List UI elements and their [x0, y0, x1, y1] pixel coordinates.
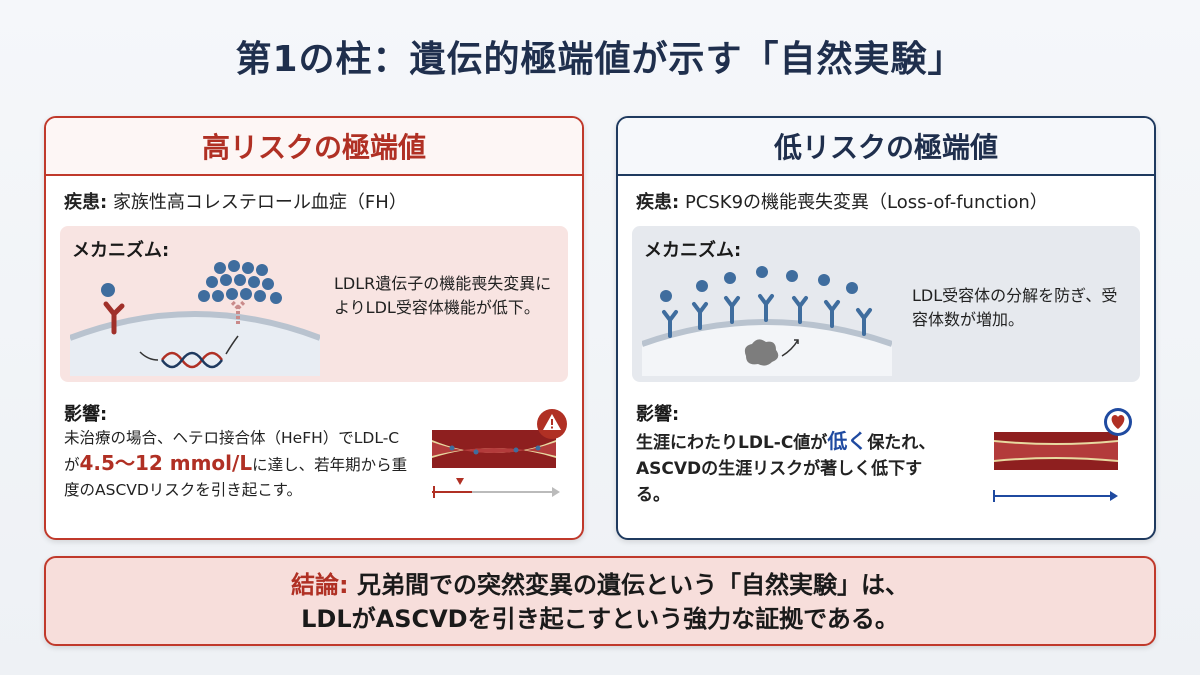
- arrow-icon: [139, 351, 159, 361]
- cell-membrane-icon: [70, 314, 320, 376]
- high-impact-post: に達し、若年期から重度のASCVDリスクを引き起こす。: [64, 456, 408, 499]
- high-risk-heading: 高リスクの極端値: [46, 118, 582, 176]
- heart-icon: [1104, 408, 1132, 436]
- pcsk9-icon: [744, 339, 779, 366]
- low-mechanism-label: メカニズム:: [644, 240, 742, 261]
- damaged-receptor-icon: [230, 300, 246, 324]
- arrow-icon: [781, 339, 799, 357]
- membrane-outline: [642, 319, 892, 347]
- receptor-icon: [101, 283, 125, 335]
- high-disease-value: 家族性高コレステロール血症（FH）: [112, 192, 407, 213]
- low-impact-pre: 生涯にわたりLDL-C値が: [636, 433, 828, 453]
- low-mechanism-box: メカニズム: LDL受容体の分解を: [632, 226, 1140, 382]
- high-vessel-illustration: [432, 409, 567, 498]
- plaque-vessel-icon: [432, 430, 556, 468]
- clear-vessel-icon: [994, 432, 1118, 470]
- high-impact-text: 未治療の場合、ヘテロ接合体（HeFH）でLDL-Cが4.5〜12 mmol/Lに…: [64, 426, 414, 503]
- dna-icon: [160, 351, 224, 369]
- ldl-particle-icon: [198, 260, 282, 304]
- high-impact-value: 4.5〜12 mmol/L: [79, 451, 253, 475]
- low-disease-value: PCSK9の機能喪失変異（Loss-of-function）: [684, 192, 1048, 213]
- high-mechanism-box: メカニズム:: [60, 226, 568, 382]
- high-impact-pre: 未治療の場合、ヘテロ接合体（HeFH）でLDL-Cが: [64, 429, 400, 474]
- low-impact-label: 影響:: [636, 404, 680, 425]
- low-impact-post: 保たれ、ASCVDの生涯リスクが著しく低下する。: [636, 433, 936, 505]
- low-risk-panel: 低リスクの極端値 疾患: PCSK9の機能喪失変異（Loss-of-functi…: [616, 116, 1156, 540]
- high-disease-label: 疾患:: [64, 192, 108, 213]
- low-vessel-illustration: [993, 408, 1132, 502]
- low-mechanism-text: LDL受容体の分解を防ぎ、受容体数が増加。: [912, 286, 1118, 329]
- low-impact-text: 生涯にわたりLDL-C値が低く保たれ、ASCVDの生涯リスクが著しく低下する。: [636, 428, 936, 508]
- membrane-outline: [70, 311, 320, 341]
- high-mechanism-text: LDLR遺伝子の機能喪失変異によりLDL受容体機能が低下。: [334, 274, 552, 317]
- high-risk-panel: 高リスクの極端値 疾患: 家族性高コレステロール血症（FH） メカニズム:: [44, 116, 584, 540]
- conclusion-label: 結論:: [291, 571, 349, 599]
- low-disease-label: 疾患:: [636, 192, 680, 213]
- warning-icon: [537, 409, 567, 439]
- low-disease: 疾患: PCSK9の機能喪失変異（Loss-of-function）: [636, 188, 1048, 214]
- arrow-icon: [225, 335, 239, 355]
- conclusion-text-1: 兄弟間での突然変異の遺伝という「自然実験」は、: [356, 571, 909, 599]
- high-disease: 疾患: 家族性高コレステロール血症（FH）: [64, 188, 407, 214]
- high-impact-label: 影響:: [64, 404, 108, 425]
- low-risk-heading: 低リスクの極端値: [618, 118, 1154, 176]
- trend-arrow-icon: [432, 478, 560, 498]
- high-mechanism-illustration: [70, 260, 320, 376]
- conclusion-line1: 結論: 兄弟間での突然変異の遺伝という「自然実験」は、: [46, 568, 1154, 602]
- receptor-icon: [662, 294, 872, 338]
- conclusion-box: 結論: 兄弟間での突然変異の遺伝という「自然実験」は、 LDLがASCVDを引き…: [44, 556, 1156, 646]
- low-mechanism-illustration: [642, 266, 892, 376]
- low-impact-value: 低く: [827, 429, 868, 453]
- page-title: 第1の柱：遺伝的極端値が示す「自然実験」: [235, 39, 965, 80]
- high-mechanism-label: メカニズム:: [72, 240, 170, 261]
- ldl-particle-icon: [660, 266, 858, 302]
- conclusion-text-2: LDLがASCVDを引き起こすという強力な証拠である。: [301, 605, 899, 633]
- trend-arrow-icon: [993, 490, 1118, 502]
